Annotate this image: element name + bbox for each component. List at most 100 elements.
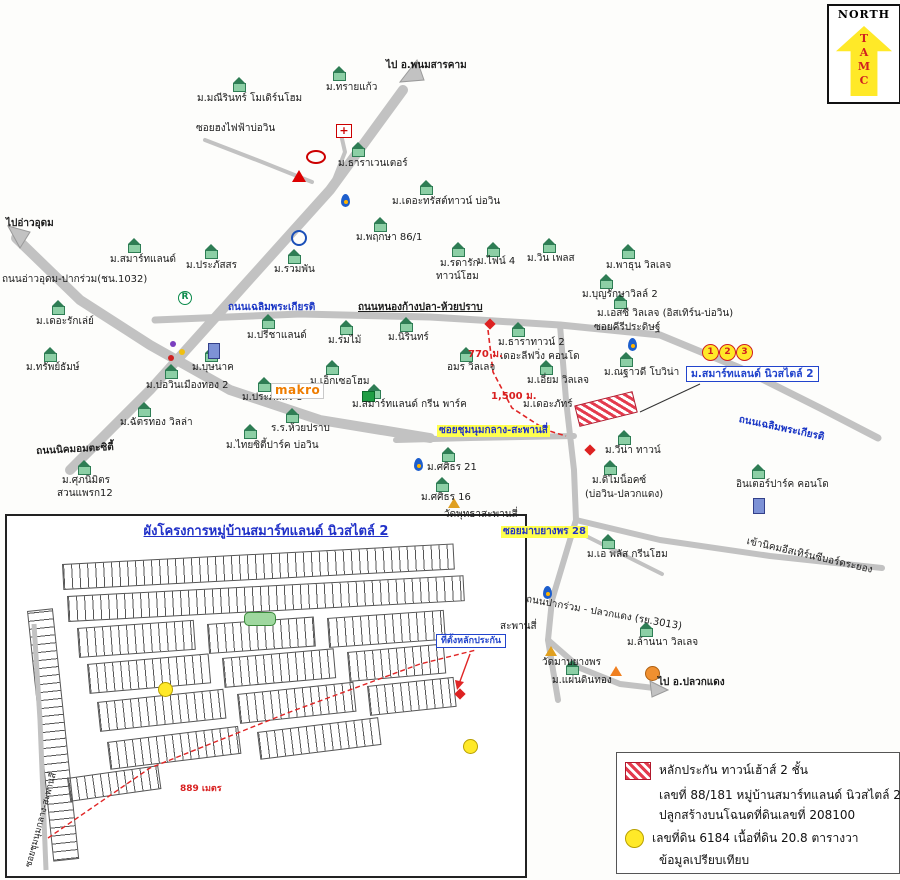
map-label: ม.บุญรักษาวิลล์ 2: [582, 289, 658, 300]
mitsubishi-icon: [292, 170, 306, 182]
house-icon: [487, 242, 500, 257]
map-label: ม.เดอะทรัสต์ทาวน์ บ่อวิน: [392, 196, 501, 207]
house-icon: [566, 660, 579, 675]
map-label: ม.ณฐาวดี โบวิน่า: [604, 367, 680, 378]
lot-block: [257, 717, 382, 760]
house-icon: [752, 464, 765, 479]
map-label: ม.สมาร์ทแลนด์ กรีน พาร์ค: [352, 399, 467, 410]
house-icon: [452, 242, 465, 257]
map-label: ม.ปรีชาแลนด์: [247, 330, 307, 341]
map-label: makro: [271, 383, 325, 399]
map-label: ม.ร่มไม้: [328, 335, 362, 346]
temple-icon: [545, 646, 557, 656]
map-label: ม.ศุภนิมิตร: [62, 475, 111, 486]
map-label: ม.ดิไมน็อคซ์: [592, 475, 647, 486]
house-icon: [600, 274, 613, 289]
map-label: ถนนอ่าวอุดม-ปากร่วม(ชน.1032): [2, 274, 148, 285]
house-icon: [640, 622, 653, 637]
house-icon: [326, 360, 339, 375]
legend-row-deed: ปลูกสร้างบนโฉนดที่ดินเลขที่ 208100: [659, 806, 855, 825]
house-icon: [128, 238, 141, 253]
map-label: ไปอ่าวอุดม: [6, 218, 54, 229]
map-label: ซอยคีรีประดิษฐ์: [594, 322, 661, 333]
map-label: ม.ศศิธร 16: [421, 492, 471, 503]
house-icon: [436, 477, 449, 492]
lot-block: [77, 619, 196, 658]
map-label: ม.บ่อวินเมืองทอง 2: [146, 380, 229, 391]
bldg-icon: [208, 343, 220, 359]
north-letter: C: [859, 74, 869, 87]
bldg-icon: [753, 498, 765, 514]
map-label: ม.ไทยซิตี้ปาร์ค บ่อวิน: [226, 440, 319, 451]
house-icon: [620, 352, 633, 367]
map-label: 770 ม.: [468, 349, 503, 360]
map-label: อินเตอร์ปาร์ค คอนโด: [736, 479, 829, 490]
map-label: ม.ทรัพย์ธัมษ์: [26, 362, 80, 373]
map-label: อมร วิลเลจ: [447, 362, 496, 373]
house-icon: [165, 364, 178, 379]
house-icon: [622, 244, 635, 259]
lot-block: [222, 648, 337, 688]
map-label: 889 เมตร: [180, 784, 222, 794]
house-icon: [543, 238, 556, 253]
legend: หลักประกัน ทาวน์เฮ้าส์ 2 ชั้น เลขที่ 88/…: [616, 752, 900, 874]
badge-icon: 1: [702, 344, 719, 361]
map-label: ม.รวมพัน: [274, 264, 315, 275]
map-label: ม.ล้านนา วิลเลจ: [627, 637, 699, 648]
map-label: ม.ทรายแก้ว: [326, 82, 378, 93]
lot-block: [87, 653, 212, 694]
map-label: ม.พฤกษา 86/1: [356, 232, 423, 243]
dot-sm-red-icon: [168, 355, 174, 361]
legend-row-collateral: หลักประกัน ทาวน์เฮ้าส์ 2 ชั้น: [625, 761, 808, 780]
house-icon: [352, 142, 365, 157]
gas-icon: [341, 194, 350, 207]
map-label: ถนนเฉลิมพระเกียรติ: [228, 302, 316, 313]
inset-title: ผังโครงการหมู่บ้านสมาร์ทแลนด์ นิวสไตล์ 2: [143, 524, 389, 539]
house-icon: [374, 217, 387, 232]
map-label: ม.วีน่า ทาวน์: [605, 445, 661, 456]
lot-block: [107, 725, 242, 770]
map-label: ร.ร.ห้วยปราบ: [271, 423, 330, 434]
house-icon: [614, 294, 627, 309]
legend-row-landno: เลขที่ดิน 6184 เนื้อที่ดิน 20.8 ตารางวา: [625, 829, 859, 848]
gas-icon: [628, 338, 637, 351]
gas-icon: [414, 458, 423, 471]
map-label: ไป อ.ปลวกแดง: [658, 677, 725, 688]
house-icon: [618, 430, 631, 445]
house-icon: [460, 347, 473, 362]
house-icon: [258, 377, 271, 392]
triwarn-icon: [610, 666, 622, 676]
map-label: ม.ธาราทาวน์ 2: [498, 337, 565, 348]
map-label: ที่ตั้งหลักประกัน: [436, 634, 507, 649]
legend-text: เลขที่ดิน 6184 เนื้อที่ดิน 20.8 ตารางวา: [652, 831, 859, 845]
house-icon: [340, 320, 353, 335]
map-label: ม.นิรินทร์: [388, 332, 429, 343]
map-label: ม.ไฟน์ 4: [477, 256, 516, 267]
map-label: สวนแพรก12: [57, 488, 113, 499]
map-label: ม.ประภัสสร: [186, 260, 238, 271]
house-icon: [262, 314, 275, 329]
park-icon: [244, 612, 276, 626]
dot-yellow-icon: [463, 739, 478, 754]
house-icon: [244, 424, 257, 439]
badge-icon: 3: [736, 344, 753, 361]
house-icon: [52, 300, 65, 315]
map-label: ม.พาธุน วิลเลจ: [606, 260, 672, 271]
house-icon: [333, 66, 346, 81]
toyota-icon: [306, 150, 326, 164]
house-icon: [442, 447, 455, 462]
north-letter: T: [859, 32, 869, 45]
house-icon: [288, 249, 301, 264]
hospital-icon: +: [336, 124, 352, 138]
map-label: ม.แผ่นดินทอง: [552, 675, 612, 686]
lot-block: [347, 643, 447, 682]
legend-row-address: เลขที่ 88/181 หมู่บ้านสมาร์ทแลนด์ นิวสไต…: [659, 786, 900, 805]
house-icon: [138, 402, 151, 417]
map-label: ทาวน์โฮม: [436, 271, 479, 282]
map-label: วัดมาบยางพร: [542, 657, 601, 668]
map-label: เดอะลีฟวิ่ง คอนโด: [500, 351, 580, 362]
house-icon: [44, 347, 57, 362]
